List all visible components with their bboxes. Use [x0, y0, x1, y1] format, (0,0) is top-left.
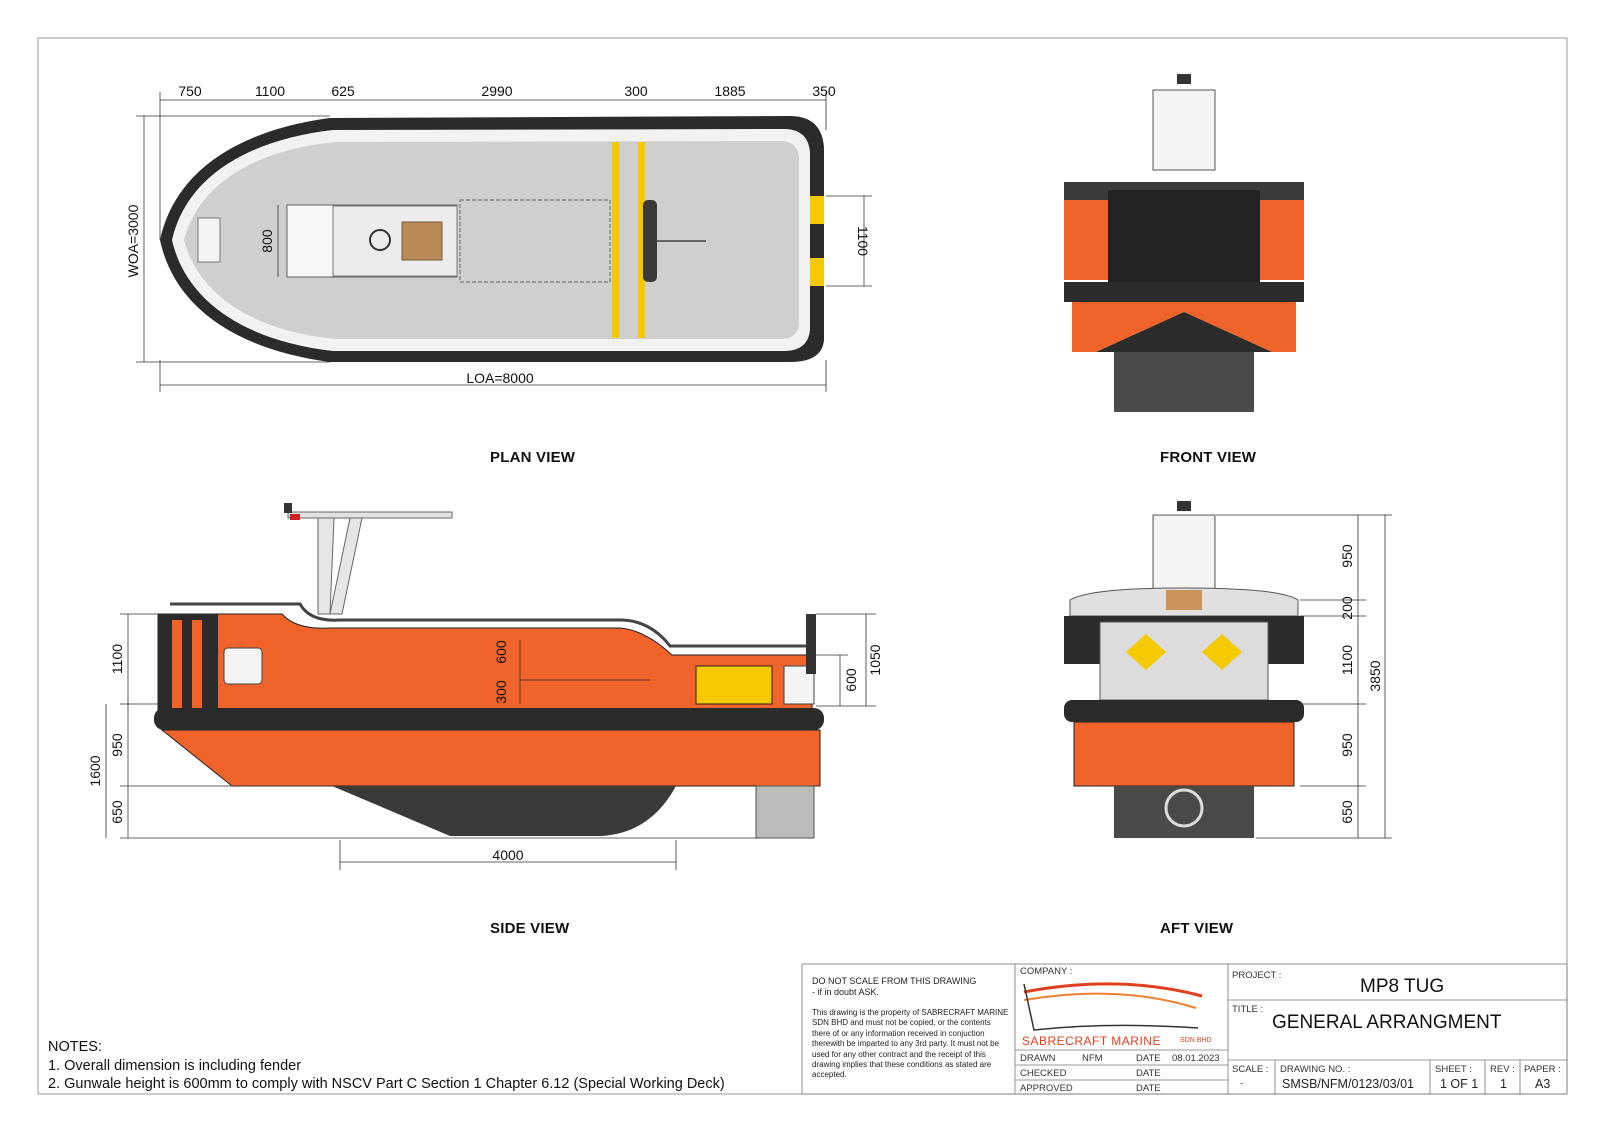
drawing-title: GENERAL ARRANGMENT — [1272, 1012, 1502, 1033]
drawing-no-label: DRAWING NO. : — [1280, 1064, 1351, 1075]
property-disclaimer: This drawing is the property of SABRECRA… — [812, 1008, 1009, 1080]
note-1: 1. Overall dimension is including fender — [48, 1057, 302, 1074]
plan-dim-625: 625 — [331, 83, 355, 99]
side-dim-aft-600: 600 — [843, 668, 859, 692]
drawn-date-label: DATE — [1136, 1053, 1161, 1064]
side-dim-gunwale-600: 600 — [493, 640, 509, 664]
approved-label: APPROVED — [1020, 1083, 1073, 1094]
company-label: COMPANY : — [1020, 966, 1073, 977]
paper-label: PAPER : — [1524, 1064, 1561, 1075]
front-view-drawing — [1064, 74, 1304, 412]
plan-dimension-texts: 750 1100 625 2990 300 1885 350 LOA=8000 … — [125, 83, 871, 386]
checked-label: CHECKED — [1020, 1068, 1067, 1079]
plan-view-drawing — [160, 116, 824, 362]
company-name: SABRECRAFT MARINE — [1022, 1034, 1161, 1048]
side-dim-1100: 1100 — [109, 644, 125, 674]
checked-date-label: DATE — [1136, 1068, 1161, 1079]
plan-view-title: PLAN VIEW — [490, 449, 576, 466]
notes-heading: NOTES: — [48, 1039, 102, 1055]
note-2: 2. Gunwale height is 600mm to comply wit… — [48, 1076, 725, 1092]
side-dim-4000: 4000 — [492, 847, 523, 863]
plan-dim-750: 750 — [178, 83, 202, 99]
sheet-label: SHEET : — [1435, 1064, 1472, 1075]
plan-dim-350: 350 — [812, 83, 836, 99]
project-label: PROJECT : — [1232, 970, 1282, 981]
drawn-date: 08.01.2023 — [1172, 1053, 1220, 1064]
aft-dim-200: 200 — [1339, 596, 1355, 620]
side-dim-aft-1050: 1050 — [867, 644, 883, 675]
sheet-value: 1 OF 1 — [1440, 1077, 1479, 1091]
scale-label: SCALE : — [1232, 1064, 1269, 1075]
plan-dim-300: 300 — [624, 83, 648, 99]
plan-dim-2990: 2990 — [481, 83, 512, 99]
plan-dimension-lines — [136, 92, 872, 392]
drawing-no: SMSB/NFM/0123/03/01 — [1282, 1077, 1415, 1091]
aft-dim-3850: 3850 — [1367, 660, 1383, 691]
title-block-grid — [801, 963, 1568, 1095]
if-in-doubt-notice: - if in doubt ASK. — [812, 987, 880, 997]
scale-value: - — [1240, 1078, 1244, 1089]
side-dimension-texts: 1100 950 1600 650 4000 600 300 600 1050 — [87, 640, 883, 863]
plan-dim-1885: 1885 — [714, 83, 745, 99]
plan-dim-stern: 1100 — [855, 226, 871, 256]
side-view-drawing — [154, 503, 824, 839]
plan-dim-loa: LOA=8000 — [466, 370, 534, 386]
notes: NOTES: 1. Overall dimension is including… — [48, 1038, 725, 1094]
approved-date-label: DATE — [1136, 1083, 1161, 1094]
side-dim-gunwale-300: 300 — [493, 680, 509, 704]
aft-dimension-texts: 950 200 1100 950 650 3850 — [1339, 544, 1383, 824]
aft-dim-650: 650 — [1339, 800, 1355, 824]
aft-view-title: AFT VIEW — [1160, 920, 1234, 937]
plan-dim-woa: WOA=3000 — [125, 204, 141, 277]
plan-dim-console: 800 — [259, 229, 275, 253]
side-dimension-lines — [105, 613, 876, 870]
side-view-title: SIDE VIEW — [490, 920, 570, 937]
company-logo — [1023, 982, 1203, 1031]
rev-value: 1 — [1500, 1077, 1507, 1091]
aft-dim-950b: 950 — [1339, 733, 1355, 757]
title-label: TITLE : — [1232, 1004, 1264, 1015]
company-suffix: SDN BHD — [1180, 1037, 1212, 1044]
project-name: MP8 TUG — [1360, 976, 1445, 997]
aft-dim-950: 950 — [1339, 544, 1355, 568]
plan-dim-1100: 1100 — [255, 83, 285, 99]
side-dim-650: 650 — [109, 800, 125, 824]
side-dim-950: 950 — [109, 733, 125, 757]
front-view-title: FRONT VIEW — [1160, 449, 1257, 466]
side-dim-1600: 1600 — [87, 755, 103, 786]
paper-value: A3 — [1535, 1077, 1551, 1091]
aft-view-drawing — [1064, 501, 1304, 838]
drawn-by: NFM — [1082, 1053, 1103, 1064]
aft-dim-1100: 1100 — [1339, 645, 1355, 675]
drawn-label: DRAWN — [1020, 1053, 1056, 1064]
rev-label: REV : — [1490, 1064, 1515, 1075]
aft-dimension-lines — [1216, 514, 1392, 839]
do-not-scale-notice: DO NOT SCALE FROM THIS DRAWING — [812, 976, 977, 986]
